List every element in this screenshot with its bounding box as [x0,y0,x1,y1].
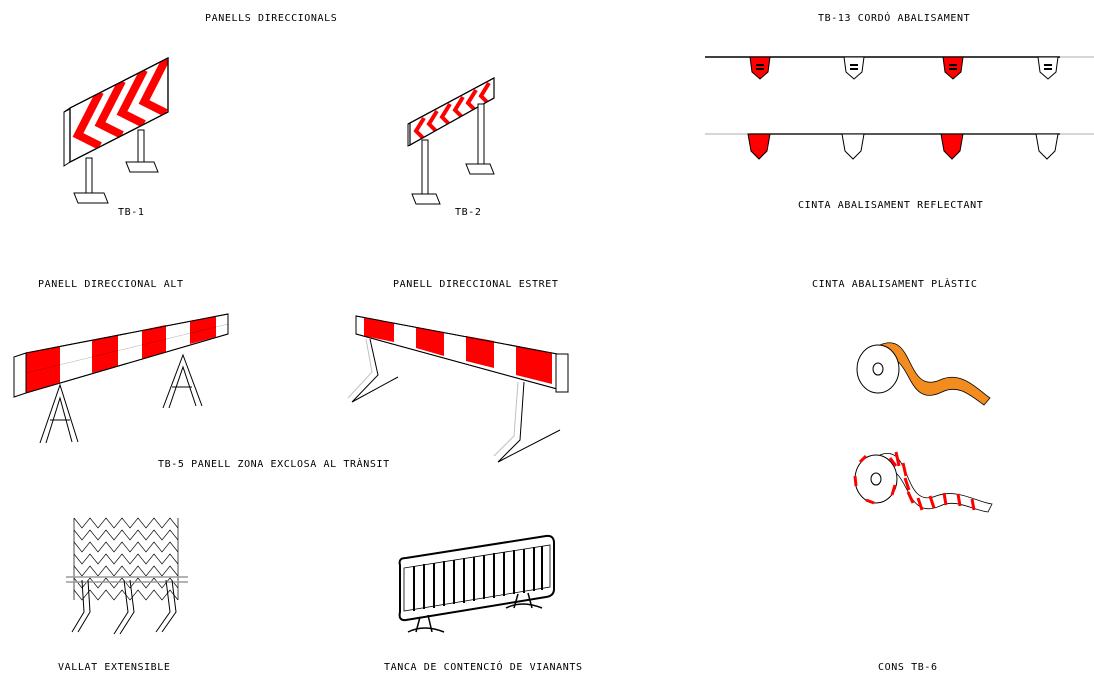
pedestrian-barrier [398,534,555,633]
tb5-label: TB-5 PANELL ZONA EXCLOSA AL TRÀNSIT [158,457,390,470]
vallat-label: VALLAT EXTENSIBLE [58,662,171,673]
cons-tb6-label: CONS TB-6 [878,662,938,673]
tb5-barrier-right [347,315,569,463]
tb13-title: TB-13 CORDÓ ABALISAMENT [818,11,970,24]
plastic-tape-roll-striped [853,451,993,513]
marker-white-1 [843,56,865,80]
cinta-plastic-label: CINTA ABALISAMENT PLÀSTIC [812,277,978,290]
tb5-barrier-left [13,313,229,444]
plastic-tape-roll-orange [856,342,991,406]
cinta-reflectant-label: CINTA ABALISAMENT REFLECTANT [798,200,983,211]
marker-white-2 [1037,56,1059,80]
tb2-label: TB-2 [455,207,481,218]
tb13-cord-top [705,56,1094,80]
tb1-label: TB-1 [118,207,144,218]
panells-direccionals-title: PANELLS DIRECCIONALS [205,13,337,24]
tb2-directional-panel [407,77,495,205]
panell-alt-label: PANELL DIRECCIONAL ALT [38,279,184,290]
tanca-label: TANCA DE CONTENCIÓ DE VIANANTS [384,660,583,673]
marker-red-1 [749,56,771,80]
tb13-cord-bottom [705,133,1094,160]
marker-red-2 [942,56,964,80]
extensible-fence [66,517,188,635]
tb1-directional-panel [63,57,169,204]
panell-estret-label: PANELL DIRECCIONAL ESTRET [393,279,559,290]
